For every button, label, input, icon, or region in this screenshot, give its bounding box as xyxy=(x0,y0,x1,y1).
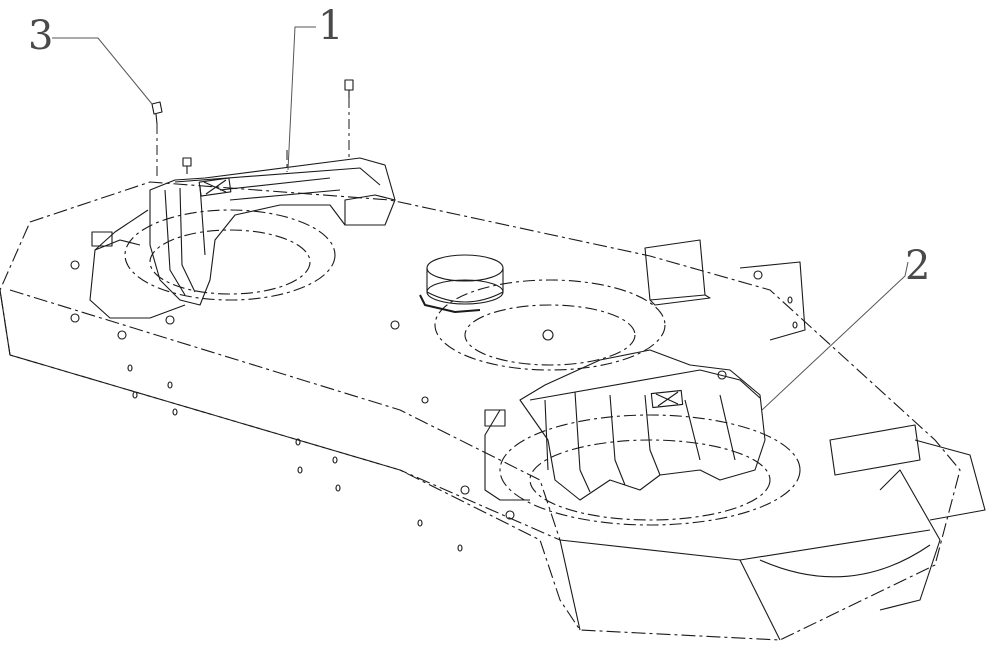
mower-deck xyxy=(0,181,961,641)
leader-lines xyxy=(52,26,909,411)
center-spindle-housing xyxy=(419,254,504,313)
mounting-holes xyxy=(70,260,798,552)
bolts xyxy=(151,79,354,174)
discharge-bracket xyxy=(644,239,986,611)
callout-2: 2 xyxy=(905,243,931,289)
spindle-openings xyxy=(124,209,801,526)
callout-1: 1 xyxy=(318,3,344,49)
part-2-right-cover xyxy=(484,349,766,501)
callout-3: 3 xyxy=(28,13,54,59)
part-1-left-cover xyxy=(89,157,396,319)
assembly-lines xyxy=(156,98,350,178)
